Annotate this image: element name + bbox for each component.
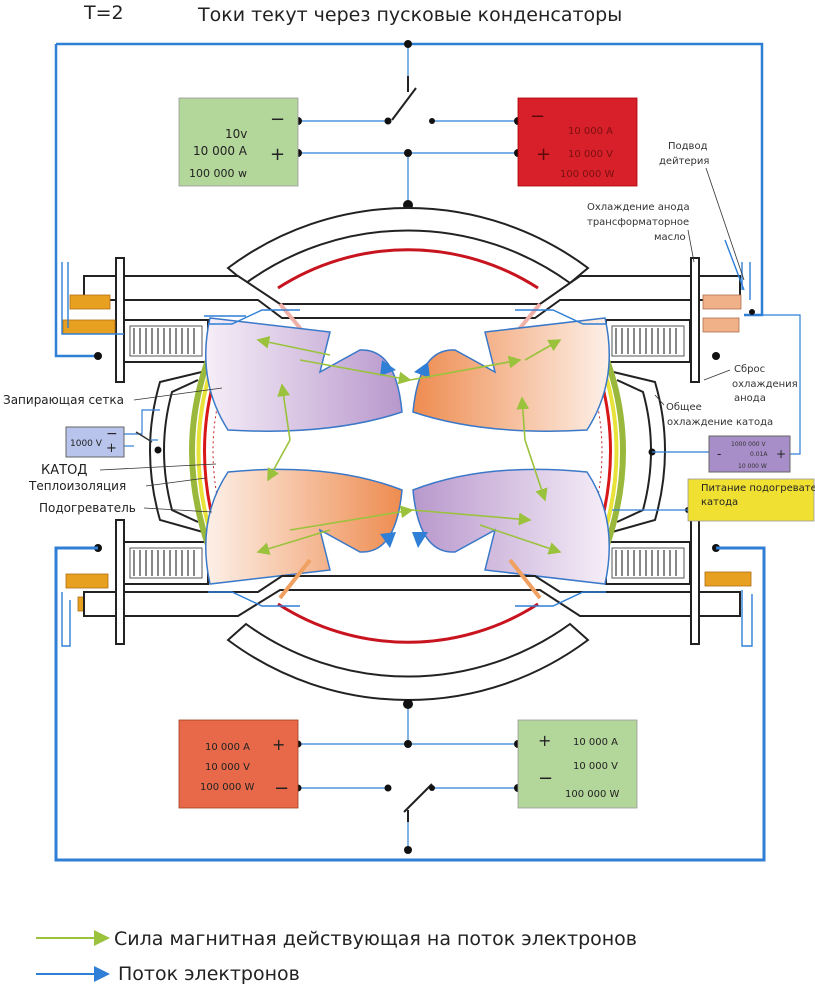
top-left-heatsink bbox=[123, 319, 209, 363]
anode-cooling-reset-line2: охлаждения bbox=[732, 379, 798, 390]
cathode-supply-voltage: 1000 000 V bbox=[731, 441, 767, 448]
bottom-outer-arch bbox=[226, 622, 590, 701]
legend-magnetic-force-label: Сила магнитная действующая на поток элек… bbox=[114, 928, 637, 950]
bottom-right-supply-plus: + bbox=[538, 731, 551, 750]
top-right-supply bbox=[517, 97, 638, 187]
right-leader-lines bbox=[654, 167, 745, 406]
top-left-supply-minus: − bbox=[270, 109, 285, 130]
cathode-supply-minus: - bbox=[717, 447, 721, 461]
thermal-insulation-label: Теплоизоляция bbox=[28, 479, 126, 493]
page-title: Токи текут через пусковые конденсаторы bbox=[197, 4, 622, 26]
cathode-supply-power: 10 000 W bbox=[738, 463, 767, 470]
top-left-supply-current: 10 000 A bbox=[193, 144, 248, 158]
grid-supply-value: 1000 V bbox=[70, 439, 103, 449]
anode-cooling-reset-line3: анода bbox=[734, 393, 766, 404]
bottom-left-supply-plus: + bbox=[272, 735, 285, 754]
anode-cooling-line2: трансформаторное bbox=[587, 217, 689, 228]
anode-cooling-line3: масло bbox=[654, 232, 686, 243]
cathode-label: КАТОД bbox=[41, 463, 87, 478]
cathode-supply bbox=[708, 435, 791, 473]
bottom-switch-wiring bbox=[298, 704, 518, 850]
grid-supply-plus: + bbox=[106, 441, 117, 456]
heater-supply-label-line1: Питание подогревателя bbox=[701, 483, 815, 494]
bottom-left-supply-minus: − bbox=[274, 778, 289, 799]
bottom-inner-arc-red bbox=[277, 602, 539, 644]
top-right-supply-current: 10 000 A bbox=[568, 126, 613, 137]
bottom-right-supply bbox=[517, 719, 638, 809]
bottom-left-heatsink bbox=[123, 541, 209, 585]
electron-flow-arrows-center bbox=[380, 360, 430, 548]
bottom-right-heatsink bbox=[605, 541, 691, 585]
top-outer-arch bbox=[226, 207, 590, 285]
bottom-orange-left bbox=[278, 558, 312, 600]
top-left-supply-power: 100 000 w bbox=[189, 167, 247, 180]
heater-supply bbox=[687, 478, 815, 522]
bottom-wiring-loop bbox=[54, 546, 766, 862]
bottom-inner-piping bbox=[61, 590, 753, 647]
grid-supply-minus: − bbox=[106, 426, 118, 442]
anode-cooling-reset-line1: Сброс bbox=[734, 364, 765, 375]
top-right-supply-plus: + bbox=[536, 144, 551, 165]
top-left-supply-plus: + bbox=[270, 144, 285, 165]
cathode-supply-plus: + bbox=[776, 447, 786, 461]
left-leader-lines bbox=[99, 387, 223, 513]
bottom-orange-right bbox=[508, 558, 542, 600]
bottom-left-supply-current: 10 000 A bbox=[205, 742, 250, 753]
grid-supply bbox=[65, 426, 125, 458]
top-left-supply-voltage: 10v bbox=[225, 127, 247, 141]
plasma-bottom-right bbox=[412, 468, 610, 585]
top-left-supply bbox=[178, 97, 299, 187]
top-right-supply-minus: − bbox=[530, 106, 545, 127]
heater-supply-label-line2: катода bbox=[701, 497, 738, 508]
top-right-supply-voltage: 10 000 V bbox=[568, 149, 613, 160]
legend: Сила магнитная действующая на поток элек… bbox=[36, 928, 637, 985]
bottom-right-supply-voltage: 10 000 V bbox=[573, 761, 618, 772]
bottom-switch bbox=[403, 783, 433, 822]
deuterium-feed-line2: дейтерия bbox=[659, 156, 709, 167]
cathode-supply-current: 0.01A bbox=[750, 451, 768, 458]
locking-grid-label: Запирающая сетка bbox=[3, 393, 124, 407]
bottom-left-supply-voltage: 10 000 V bbox=[205, 762, 250, 773]
top-inner-piping bbox=[61, 239, 751, 335]
legend-electron-flow-label: Поток электронов bbox=[118, 963, 300, 985]
magnetic-force-arrows bbox=[256, 336, 562, 555]
bottom-left-supply-power: 100 000 W bbox=[200, 782, 255, 793]
cathode-cooling-line1: Общее bbox=[666, 402, 702, 413]
grid-supply-switch bbox=[135, 431, 153, 443]
top-right-heatsink bbox=[605, 319, 691, 363]
heater-label: Подогреватель bbox=[39, 501, 136, 515]
anode-cooling-line1: Охлаждение анода bbox=[587, 202, 690, 213]
bottom-right-supply-power: 100 000 W bbox=[565, 789, 620, 800]
bottom-left-supply bbox=[178, 719, 299, 809]
grid-supply-wiring bbox=[124, 409, 160, 447]
deuterium-feed-line1: Подвод bbox=[668, 141, 708, 152]
time-label: T=2 bbox=[83, 2, 124, 24]
salmon-tabs bbox=[702, 294, 742, 333]
bottom-shell bbox=[83, 519, 741, 645]
cathode-supply-wiring bbox=[652, 314, 801, 455]
top-right-supply-power: 100 000 W bbox=[560, 169, 615, 180]
top-switch bbox=[391, 76, 417, 121]
cathode-cooling-line2: охлаждение катода bbox=[667, 417, 773, 428]
plasma-top-left bbox=[205, 317, 403, 432]
bottom-right-supply-minus: − bbox=[538, 768, 553, 789]
top-switch-wiring bbox=[298, 44, 518, 205]
orange-tabs bbox=[62, 294, 752, 612]
cathode-brackets bbox=[149, 369, 666, 535]
bottom-right-supply-current: 10 000 A bbox=[573, 737, 618, 748]
top-inner-arc-red bbox=[277, 248, 539, 290]
